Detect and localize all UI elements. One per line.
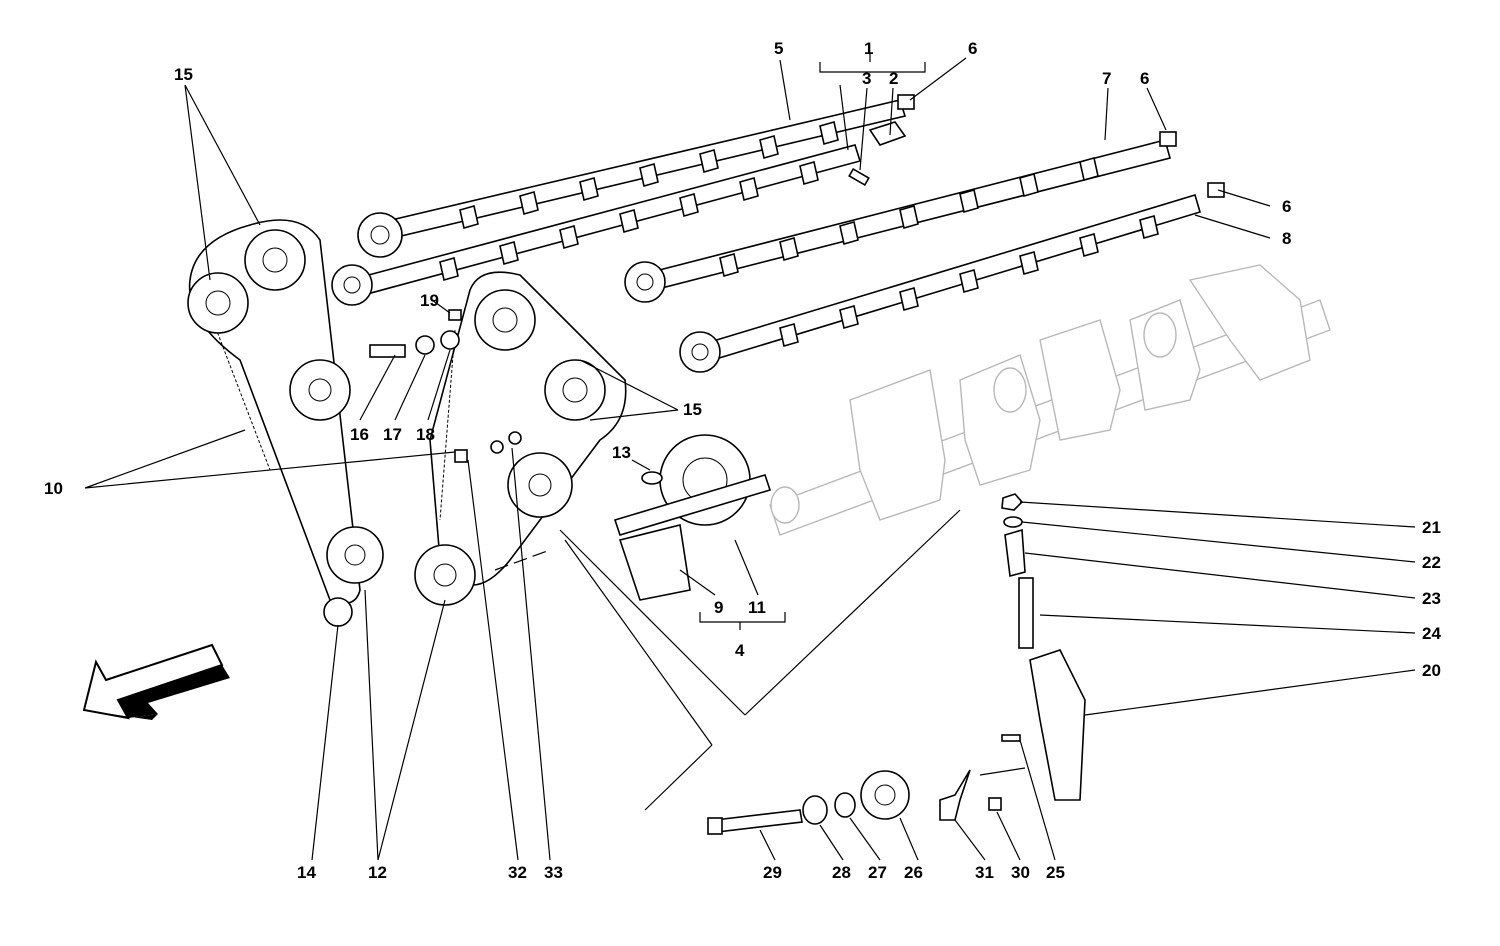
callout-21: 21: [1422, 518, 1441, 537]
callout-27: 27: [868, 863, 887, 882]
plug-6b: [1159, 131, 1177, 147]
callout-33: 33: [544, 863, 563, 882]
tensioner-parts: [707, 493, 1086, 835]
camshaft-3: [331, 121, 907, 306]
callout-7: 7: [1102, 69, 1111, 88]
callout-18: 18: [416, 425, 435, 444]
crankshaft-ghost: [769, 264, 1331, 536]
callout-14: 14: [297, 863, 316, 882]
camshaft-5: [357, 99, 907, 258]
callout-6-mid: 6: [1140, 69, 1149, 88]
callout-13: 13: [612, 443, 631, 462]
callout-12: 12: [368, 863, 387, 882]
callout-10: 10: [44, 479, 63, 498]
callout-16: 16: [350, 425, 369, 444]
callout-23: 23: [1422, 589, 1441, 608]
callout-2: 2: [889, 69, 898, 88]
callout-17: 17: [383, 425, 402, 444]
callout-31: 31: [975, 863, 994, 882]
callout-25: 25: [1046, 863, 1065, 882]
callout-11: 11: [748, 598, 766, 617]
callout-5: 5: [774, 39, 783, 58]
small-hardware: [369, 309, 522, 463]
pulley-group: [187, 229, 606, 627]
plug-6a: [897, 94, 915, 110]
callout-labels: 15 5 1 6 3 2 7 6 6 8 19 15 16 17 18 13 1…: [44, 39, 1441, 882]
callout-26: 26: [904, 863, 923, 882]
callout-6-top: 6: [968, 39, 977, 58]
leader-lines: [84, 54, 1416, 861]
callout-15-top: 15: [174, 65, 193, 84]
callout-15-right: 15: [683, 400, 702, 419]
callout-24: 24: [1422, 624, 1441, 643]
camshaft-8: [679, 194, 1201, 373]
callout-1: 1: [864, 39, 873, 58]
callout-29: 29: [763, 863, 782, 882]
drive-gear: [613, 434, 772, 601]
callout-9: 9: [714, 598, 723, 617]
callout-4: 4: [735, 641, 745, 660]
camshaft-7: [624, 139, 1171, 303]
callout-20: 20: [1422, 661, 1441, 680]
callout-8: 8: [1282, 229, 1291, 248]
callout-19: 19: [420, 291, 439, 310]
callout-3: 3: [862, 69, 871, 88]
plug-6c: [1207, 182, 1225, 198]
callout-32: 32: [508, 863, 527, 882]
callout-30: 30: [1011, 863, 1030, 882]
callout-22: 22: [1422, 553, 1441, 572]
callout-28: 28: [832, 863, 851, 882]
callout-6-right: 6: [1282, 197, 1291, 216]
front-direction-arrow-icon: [82, 643, 230, 720]
